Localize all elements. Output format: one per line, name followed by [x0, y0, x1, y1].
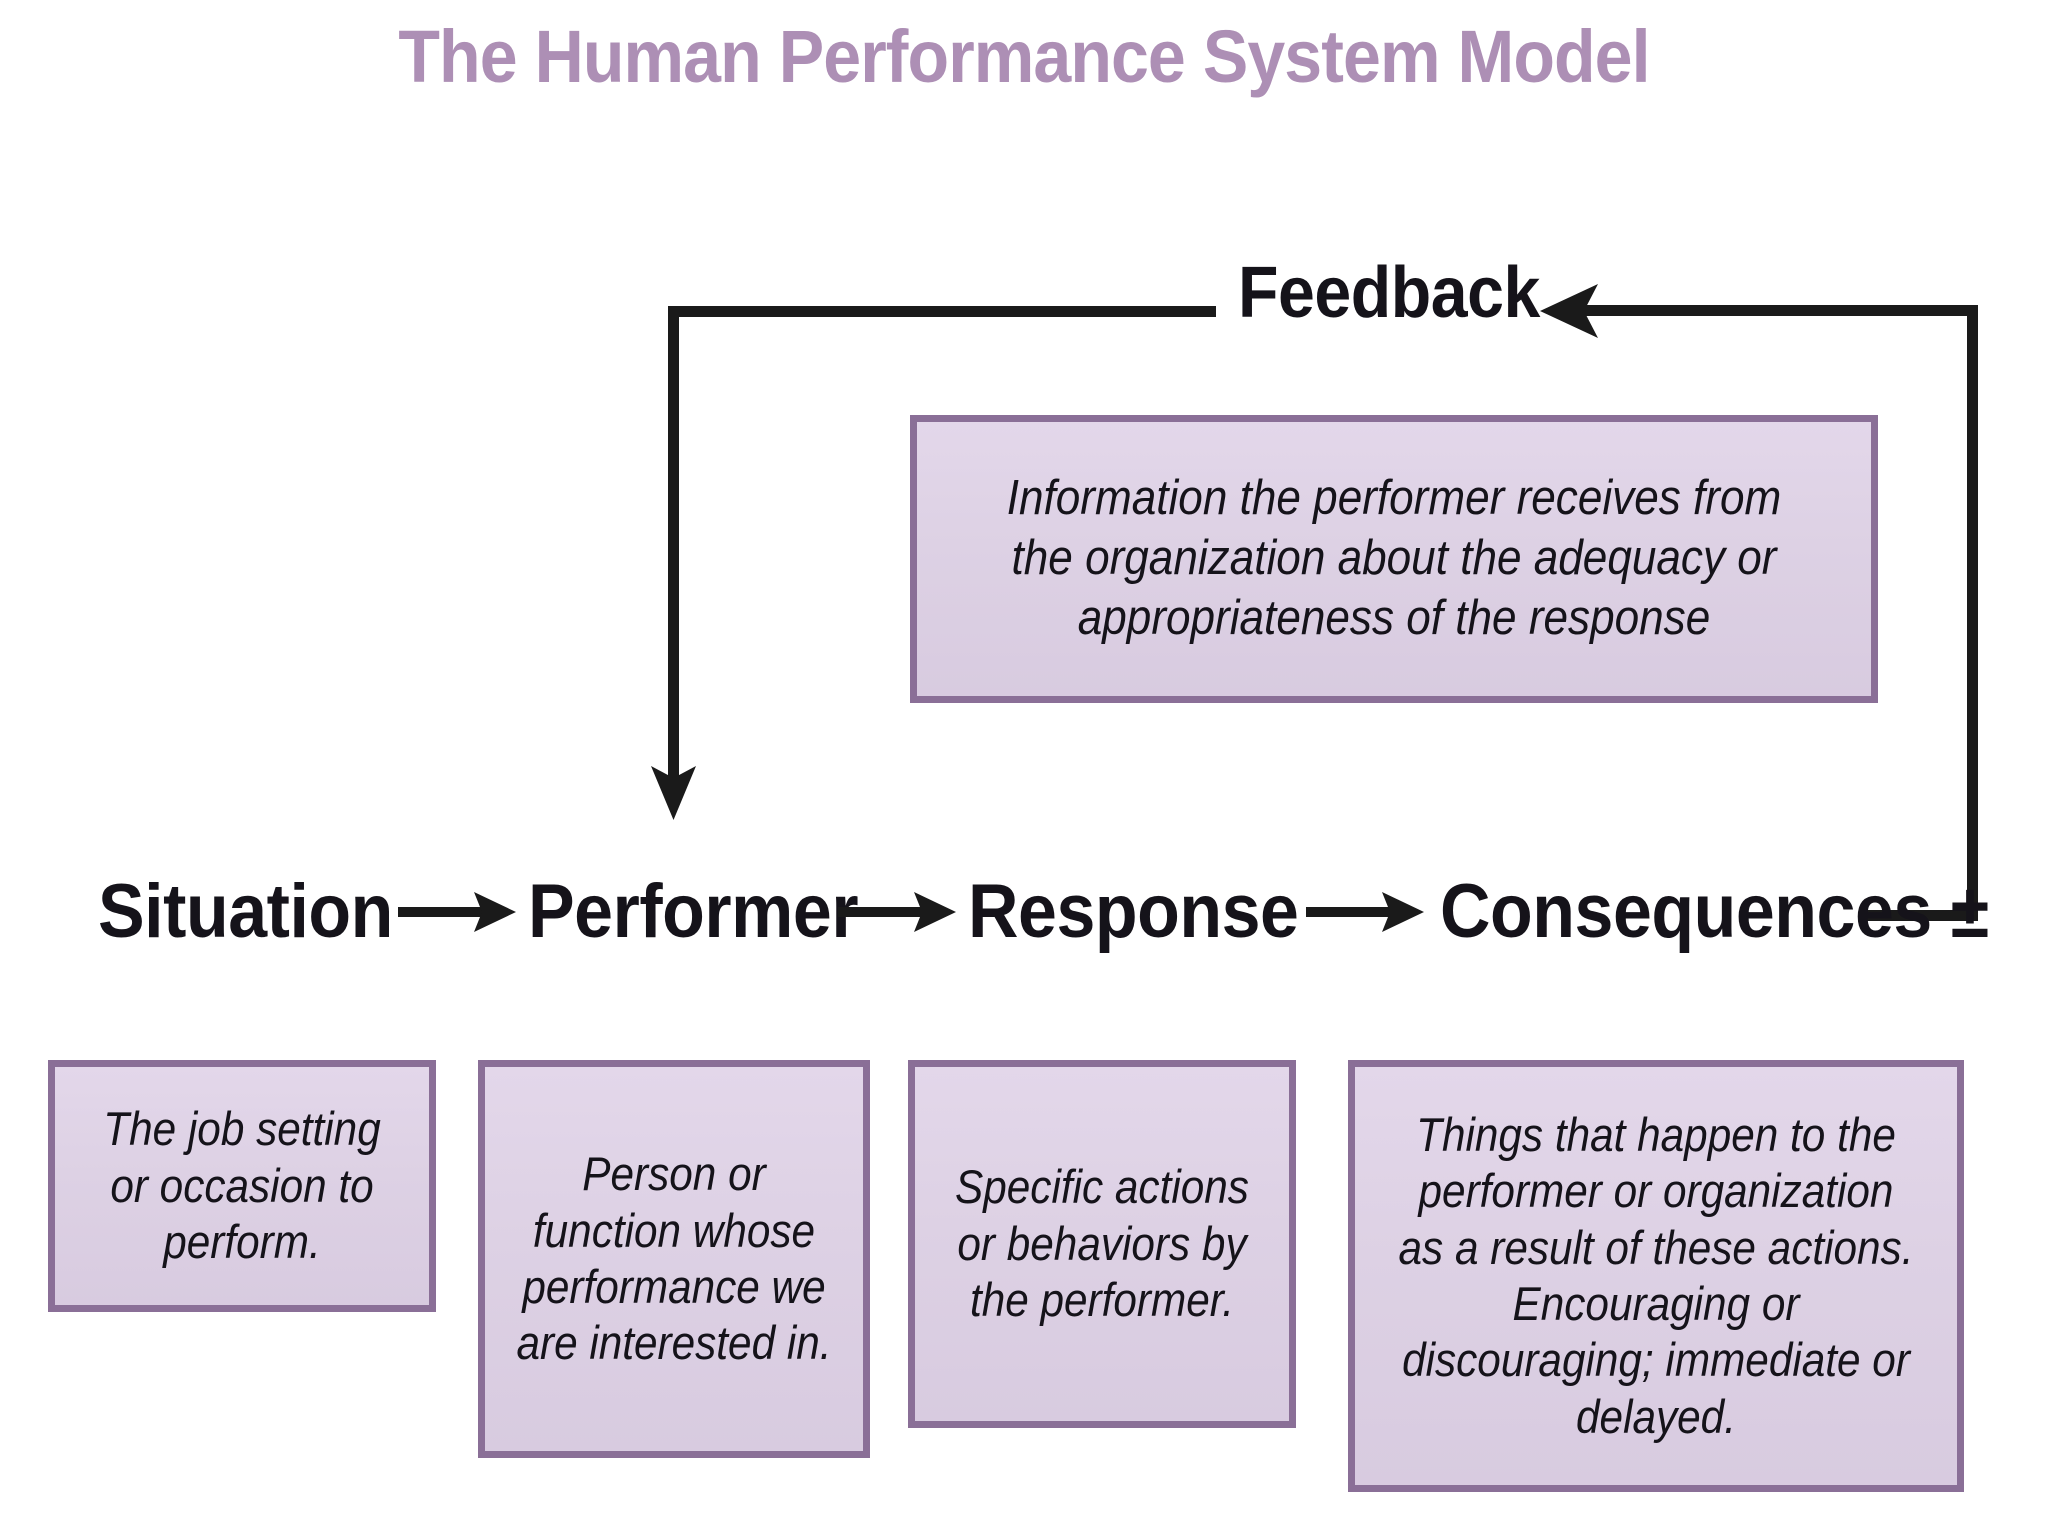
feedback-loop-top-right-line	[1578, 305, 1978, 316]
consequences-description-box: Things that happen to the performer or o…	[1348, 1060, 1964, 1492]
chain-label-response: Response	[968, 869, 1299, 954]
arrow-situation-to-performer-icon	[398, 892, 516, 932]
page-title: The Human Performance System Model	[398, 15, 1650, 98]
consequences-description-text: Things that happen to the performer or o…	[1398, 1107, 1914, 1443]
feedback-description-box: Information the performer receives from …	[910, 415, 1878, 703]
arrow-response-to-consequences-icon	[1306, 892, 1424, 932]
situation-description-text: The job setting or occasion to perform.	[103, 1102, 381, 1269]
feedback-label: Feedback	[1238, 253, 1540, 333]
chain-label-consequences: Consequences ±	[1440, 869, 1989, 954]
performer-description-box: Person or function whose performance we …	[478, 1060, 870, 1458]
arrow-performer-to-response-icon	[838, 892, 956, 932]
response-description-box: Specific actions or behaviors by the per…	[908, 1060, 1296, 1428]
feedback-to-performer-arrowhead-icon	[651, 766, 696, 820]
chain-label-situation: Situation	[98, 869, 393, 954]
situation-description-box: The job setting or occasion to perform.	[48, 1060, 436, 1312]
feedback-loop-right-line	[1967, 305, 1978, 921]
chain-label-performer: Performer	[528, 869, 859, 954]
performer-description-text: Person or function whose performance we …	[516, 1147, 832, 1370]
response-description-text: Specific actions or behaviors by the per…	[955, 1160, 1249, 1327]
feedback-loop-top-left-line	[668, 306, 1216, 317]
feedback-description-text: Information the performer receives from …	[1006, 471, 1782, 645]
feedback-loop-bottom-line	[1862, 910, 1978, 921]
consequences-to-feedback-arrowhead-icon	[1540, 284, 1598, 338]
feedback-loop-vertical-line	[668, 306, 679, 784]
